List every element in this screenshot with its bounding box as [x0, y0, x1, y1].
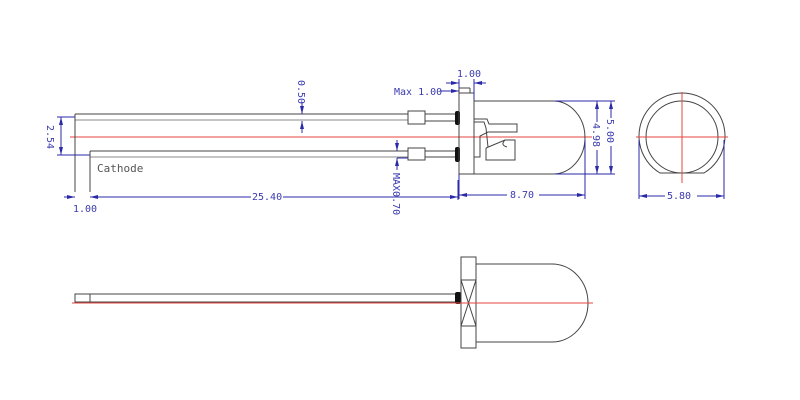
lens-body [474, 100, 586, 175]
body-dia-label: 5.00 [604, 119, 615, 143]
lead-max-label: MAX0.70 [390, 173, 401, 215]
flange [458, 92, 475, 175]
top-view [72, 256, 593, 349]
flange-width-label: 1.00 [457, 69, 481, 80]
side-view [70, 87, 600, 192]
cathode-label: Cathode [97, 162, 143, 175]
pitch-label: 2.54 [44, 125, 55, 149]
flange-dia-label: 5.80 [667, 191, 691, 202]
lead-width-label: 0.50 [295, 80, 306, 104]
lead-length-label: 25.40 [252, 192, 282, 203]
dimensions: 2.54 25.40 1.00 0.50 Cathode Max 1.00 1.… [44, 69, 616, 215]
anode-lead [74, 110, 460, 192]
cathode-lead [89, 147, 460, 192]
max-flange-label: Max 1.00 [394, 87, 442, 98]
lens-dia-label: 4.98 [590, 123, 601, 147]
end-view: 5.80 [636, 92, 728, 202]
body-length-label: 8.70 [510, 190, 534, 201]
lead-offset-label: 1.00 [73, 204, 97, 215]
